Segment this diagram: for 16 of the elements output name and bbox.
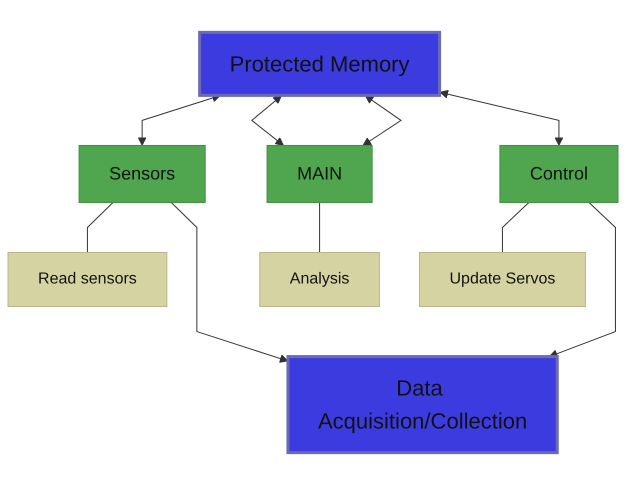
arrow xyxy=(362,95,402,146)
node-box: Protected Memory xyxy=(198,30,442,97)
connector xyxy=(319,202,320,253)
arrow xyxy=(549,202,616,358)
node-box: Control xyxy=(499,144,618,203)
connector xyxy=(86,202,114,253)
node-box: Update Servos xyxy=(418,252,586,308)
arrow xyxy=(440,90,564,146)
node-box: Read sensors xyxy=(8,252,168,308)
connector xyxy=(502,202,530,253)
node-box: Sensors xyxy=(78,144,206,203)
node-box: MAIN xyxy=(266,144,373,203)
arrow xyxy=(170,202,288,363)
node-box: Analysis xyxy=(259,252,380,308)
arrow xyxy=(251,95,284,146)
node-box: Data Acquisition/Collection xyxy=(286,355,559,454)
